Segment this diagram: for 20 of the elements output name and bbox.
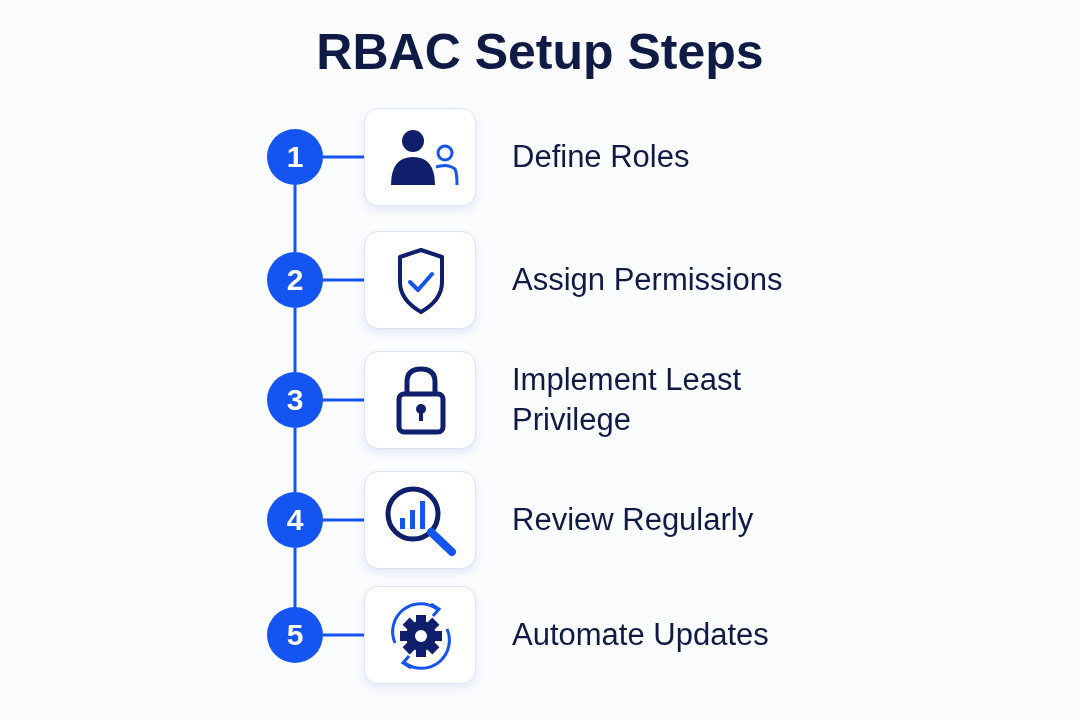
step-label: Assign Permissions	[512, 261, 784, 299]
connector-line	[323, 278, 364, 282]
step-number-circle: 3	[267, 372, 323, 428]
connector-line	[323, 518, 364, 522]
connector-line	[323, 155, 364, 159]
step-number-circle: 5	[267, 607, 323, 663]
step-label: Implement Least Privilege	[512, 361, 743, 439]
step-number-circle: 1	[267, 129, 323, 185]
connector-line	[293, 428, 297, 492]
step-label: Define Roles	[512, 138, 691, 176]
connector-line	[293, 548, 297, 607]
connector-line	[293, 185, 297, 252]
step-label: Review Regularly	[512, 501, 755, 539]
step-label: Automate Updates	[512, 616, 770, 654]
connector-line	[293, 308, 297, 372]
connector-line	[323, 633, 364, 637]
step-number-circle: 2	[267, 252, 323, 308]
step-number-circle: 4	[267, 492, 323, 548]
title: RBAC Setup Steps	[315, 23, 765, 82]
connector-line	[323, 398, 364, 402]
